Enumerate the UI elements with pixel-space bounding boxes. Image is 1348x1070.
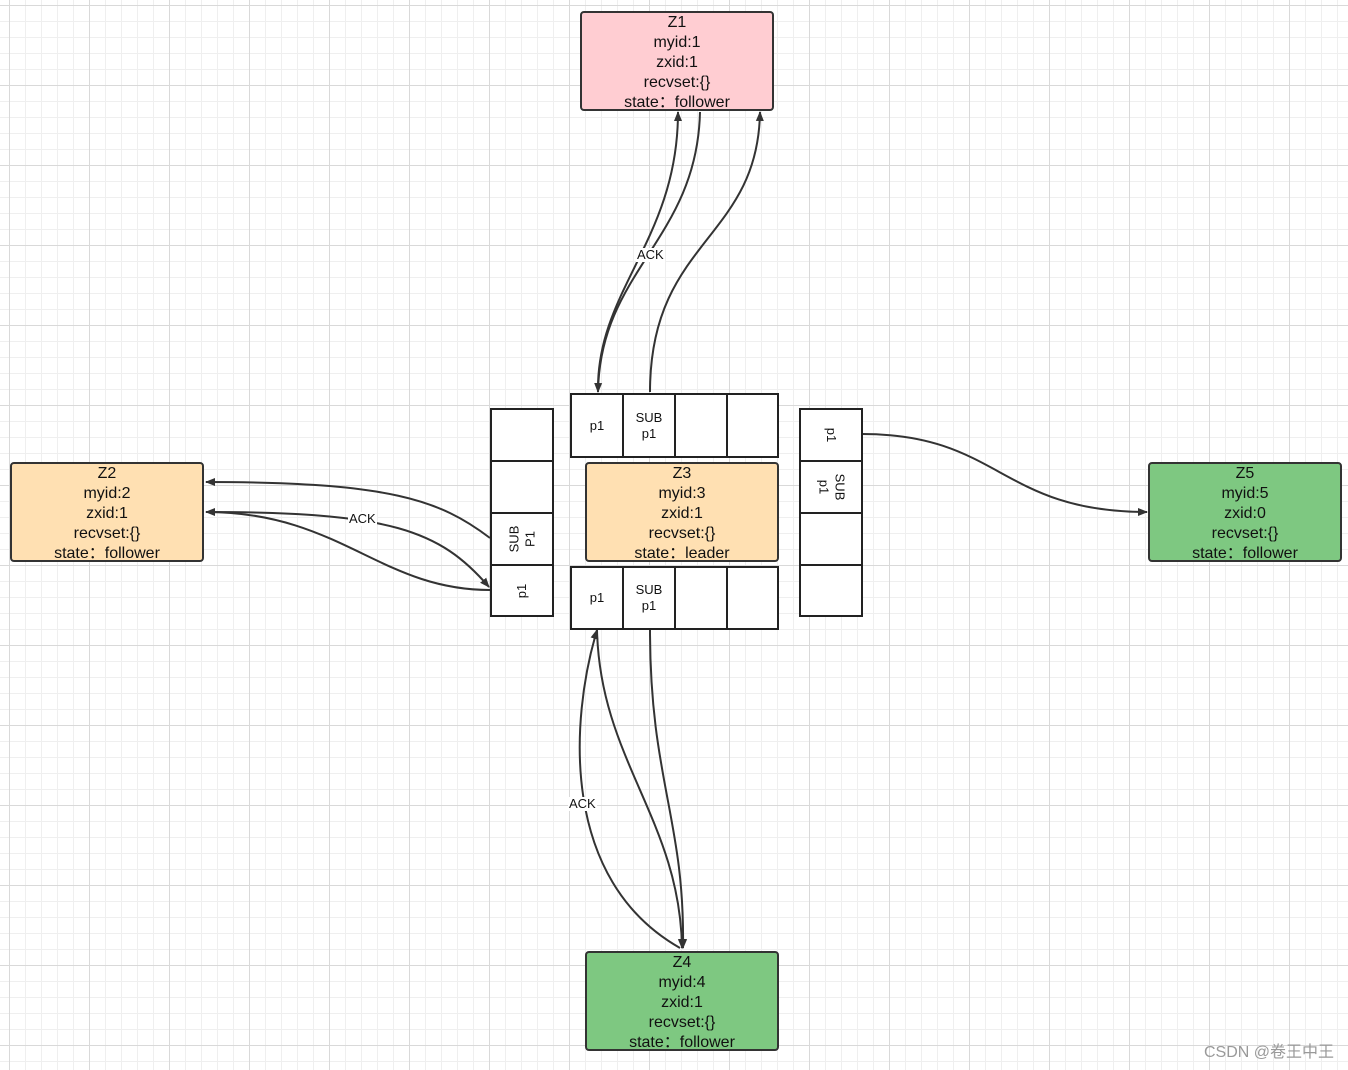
- node-myid: myid:4: [658, 974, 706, 991]
- cell-label: p1: [589, 417, 605, 433]
- node-z4[interactable]: Z4 myid:4 zxid:1 recvset:{} state：follow…: [585, 951, 779, 1051]
- edge-label-ack-top: ACK: [636, 247, 665, 262]
- edge-label-ack-bottom: ACK: [568, 796, 597, 811]
- node-zxid: zxid:1: [661, 505, 703, 522]
- node-title: Z1: [667, 14, 687, 31]
- node-zxid: zxid:0: [1224, 505, 1266, 522]
- left-queue-cell-empty: [490, 460, 554, 514]
- node-recvset: recvset:{}: [73, 525, 141, 542]
- right-queue-cell-sub: SUB p1: [799, 460, 863, 514]
- cell-label-line2: p1: [815, 479, 831, 495]
- cell-label-line1: SUB: [635, 582, 663, 597]
- node-title: Z3: [672, 465, 692, 482]
- node-state: state：follower: [629, 1034, 735, 1051]
- right-queue-cell-p1: p1: [799, 408, 863, 462]
- edge-bottom-sub-to-z4: [649, 629, 688, 949]
- node-z5[interactable]: Z5 myid:5 zxid:0 recvset:{} state：follow…: [1148, 462, 1342, 562]
- node-myid: myid:5: [1221, 485, 1269, 502]
- left-queue-cell-sub: SUB P1: [490, 512, 554, 566]
- cell-label-line1: SUB: [505, 525, 521, 553]
- node-state: state：follower: [624, 94, 730, 111]
- cell-label: p1: [514, 583, 529, 598]
- node-zxid: zxid:1: [656, 54, 698, 71]
- node-recvset: recvset:{}: [648, 1014, 716, 1031]
- edge-label-ack-left: ACK: [348, 511, 377, 526]
- cell-label-line2: p1: [641, 598, 657, 613]
- left-queue-cell-p1: p1: [490, 564, 554, 617]
- top-queue-cell-empty: [726, 393, 779, 458]
- bottom-queue-cell-empty: [674, 566, 728, 630]
- node-z1[interactable]: Z1 myid:1 zxid:1 recvset:{} state：follow…: [580, 11, 774, 111]
- cell-label-line2: P1: [521, 531, 537, 547]
- bottom-queue-cell-empty: [726, 566, 779, 630]
- node-state: state：follower: [54, 545, 160, 562]
- node-zxid: zxid:1: [661, 994, 703, 1011]
- edge-top-sub-to-z1: [649, 111, 764, 393]
- edge-bottom-p1-to-z4: [596, 629, 686, 949]
- right-queue-cell-empty: [799, 512, 863, 566]
- edge-right-p1-to-z5: [861, 433, 1148, 516]
- node-title: Z4: [672, 954, 692, 971]
- node-myid: myid:2: [83, 485, 131, 502]
- right-queue-cell-empty: [799, 564, 863, 617]
- cell-label: p1: [824, 427, 839, 443]
- node-zxid: zxid:1: [86, 505, 128, 522]
- node-state: state：leader: [634, 545, 730, 562]
- node-z2[interactable]: Z2 myid:2 zxid:1 recvset:{} state：follow…: [10, 462, 204, 562]
- node-state: state：follower: [1192, 545, 1298, 562]
- node-myid: myid:1: [653, 34, 701, 51]
- node-myid: myid:3: [658, 485, 706, 502]
- node-title: Z2: [97, 465, 117, 482]
- node-recvset: recvset:{}: [1211, 525, 1279, 542]
- node-recvset: recvset:{}: [648, 525, 716, 542]
- bottom-queue-cell-p1: p1: [570, 566, 624, 630]
- cell-label-line1: SUB: [831, 473, 847, 501]
- node-recvset: recvset:{}: [643, 74, 711, 91]
- top-queue-cell-empty: [674, 393, 728, 458]
- edge-ack-left-p1-to-z2: [205, 508, 491, 591]
- cell-label: p1: [589, 590, 605, 605]
- top-queue-cell-p1: p1: [570, 393, 624, 458]
- node-title: Z5: [1235, 465, 1255, 482]
- node-z3[interactable]: Z3 myid:3 zxid:1 recvset:{} state：leader: [585, 462, 779, 562]
- bottom-queue-cell-sub: SUB p1: [622, 566, 676, 630]
- watermark: CSDN @卷王中王: [1203, 1044, 1334, 1061]
- top-queue-cell-sub: SUB p1: [622, 393, 676, 458]
- cell-label-line2: p1: [641, 425, 657, 441]
- left-queue-cell-empty: [490, 408, 554, 462]
- edge-left-sub-to-z2: [205, 478, 491, 539]
- edge-z2-to-left-p1: [205, 511, 490, 588]
- cell-label-line1: SUB: [635, 409, 663, 425]
